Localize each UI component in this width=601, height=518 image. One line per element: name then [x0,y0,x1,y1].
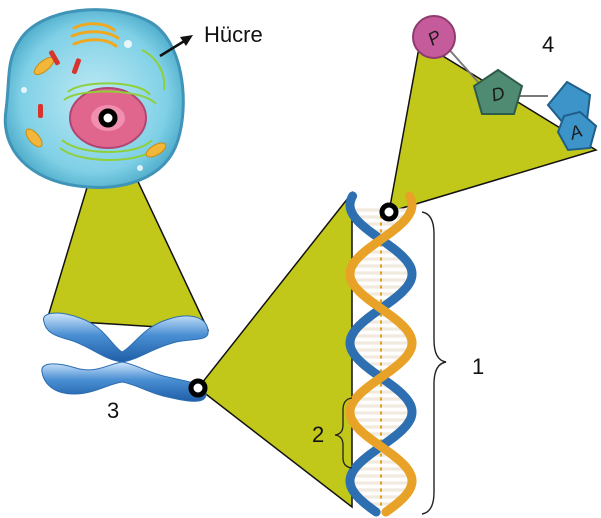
dna-molecule-label: 1 [472,356,484,378]
chromosome-label: 3 [107,400,119,422]
zoom-marker-icon [101,111,115,125]
cell-label: Hücre [204,24,263,46]
zoom-cone-chromosome-to-dna [198,193,352,507]
base-pair-span-label: 2 [312,424,324,446]
cell [5,10,183,188]
curly-brace-icon [422,212,446,514]
chromosome-lower-arm [42,362,206,401]
nucleotide-label: 4 [542,34,554,56]
chromosome [42,313,208,401]
zoom-marker-icon [382,205,396,219]
helix-strands [350,196,412,512]
dna-double-helix [350,196,412,512]
zoom-marker-icon [191,381,205,395]
